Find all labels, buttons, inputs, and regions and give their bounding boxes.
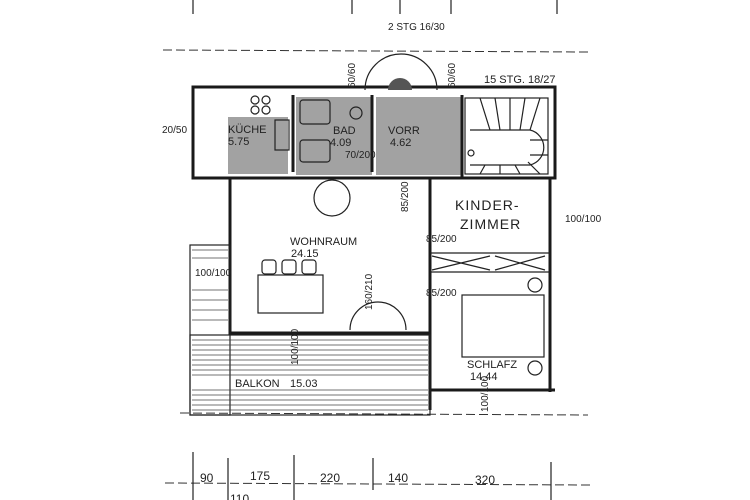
top-axis-line [162, 49, 589, 53]
stair-note: 15 STG. 18/27 [484, 74, 556, 86]
kitchen-area: 5.75 [228, 136, 249, 148]
dim-320: 320 [475, 473, 495, 487]
hall-name: VORR [388, 125, 420, 137]
top-window-dim-right: 60/60 [447, 63, 458, 88]
bottom-dimension-chain [164, 452, 591, 500]
bedroom-area: 14.44 [470, 371, 498, 383]
wardrobe-icon [431, 255, 546, 271]
bath-door-dim: 70/200 [345, 150, 376, 161]
dim-175: 175 [250, 469, 270, 483]
bath-name: BAD [333, 125, 356, 137]
bottom-axis-line [179, 412, 589, 416]
hall-floor-hatch [376, 97, 462, 175]
staircase [464, 97, 549, 175]
kitchen-window-dim: 20/50 [162, 125, 187, 136]
kids-room-name-2: ZIMMER [460, 216, 521, 232]
balcony-hatch [192, 249, 428, 411]
kids-window-dim: 100/100 [565, 214, 602, 225]
bed-door-dim: 85/200 [426, 288, 457, 299]
top-window-dim-left: 60/60 [347, 63, 358, 88]
sofa-icon [257, 274, 324, 314]
sink-icon [274, 119, 290, 151]
upper-strip [191, 53, 557, 180]
entrance-canopy [388, 78, 412, 90]
dim-220: 220 [320, 471, 340, 485]
balcony-door-dim: 160/210 [364, 273, 375, 310]
living-room-area: 24.15 [291, 248, 319, 260]
balcony [189, 244, 431, 416]
top-dimension-ticks [192, 0, 558, 14]
kitchen-floor-hatch [228, 117, 288, 174]
bedroom-window-dim: 100/100 [480, 375, 491, 412]
balcony-door-swing [349, 301, 407, 331]
living-window-south-dim: 100/100 [290, 328, 301, 365]
balcony-area: 15.03 [290, 378, 318, 390]
dim-140: 140 [388, 471, 408, 485]
kids-door-dim: 85/200 [426, 234, 457, 245]
washbasin-icon [299, 139, 331, 163]
entrance-arc [364, 53, 438, 91]
hall-door-dim: 85/200 [400, 181, 411, 212]
table-icon [313, 179, 351, 217]
top-stair-note: 2 STG 16/30 [388, 22, 445, 33]
balcony-name: BALKON [235, 378, 280, 390]
bath-area: 4.09 [330, 137, 351, 149]
bathtub-icon [299, 99, 331, 125]
kids-room-name-1: KINDER- [455, 197, 520, 213]
living-room-name: WOHNRAUM [290, 236, 357, 248]
hall-area: 4.62 [390, 137, 411, 149]
bed-icon [461, 294, 545, 358]
toilet-icon [349, 106, 363, 120]
bedroom-name: SCHLAFZ [467, 359, 517, 371]
stove-icon [250, 95, 260, 105]
dim-90: 90 [200, 471, 214, 485]
kitchen-name: KÜCHE [228, 124, 267, 136]
dim-110: 110 [230, 492, 249, 500]
living-window-dim: 100/100 [195, 268, 232, 279]
